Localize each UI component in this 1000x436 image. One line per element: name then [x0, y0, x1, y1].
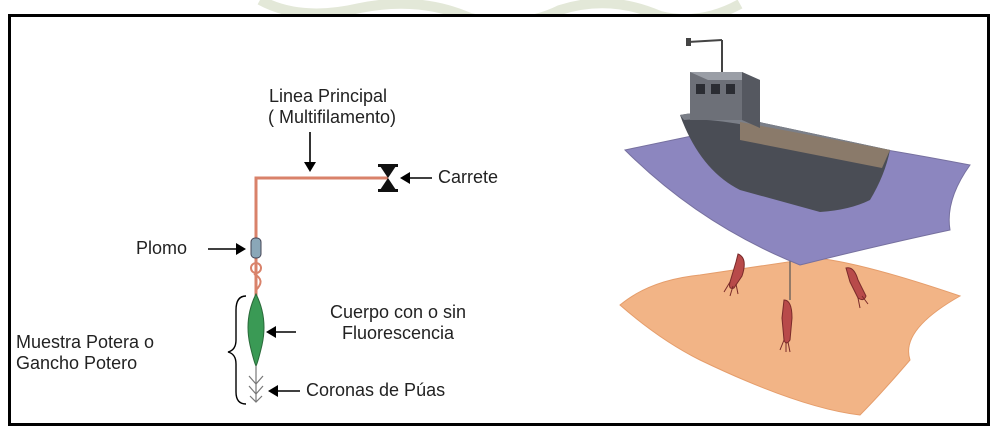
main-line-label: Linea Principal ( Multifilamento)	[268, 86, 397, 128]
boat-scene	[619, 38, 971, 416]
lure-body-label: Cuerpo con o sin Fluorescencia	[300, 302, 496, 344]
sample-label-line1: Muestra Potera o	[16, 332, 155, 352]
lure-body-label-line2: Fluorescencia	[341, 323, 455, 343]
boat-icon	[680, 38, 890, 212]
sample-brace	[227, 295, 247, 405]
main-line-label-line2: ( Multifilamento)	[268, 107, 397, 127]
arrow-lure-body	[266, 326, 296, 338]
lure-body-icon	[247, 292, 265, 368]
reel-icon	[378, 164, 398, 192]
sample-label-line2: Gancho Potero	[16, 353, 138, 373]
sinker-icon	[250, 237, 262, 259]
spike-crown-icon	[248, 366, 264, 403]
main-line-label-line1: Linea Principal	[268, 86, 388, 106]
sinker-label: Plomo	[136, 238, 188, 258]
swivel-icon	[250, 262, 262, 291]
arrow-reel	[400, 172, 432, 184]
arrow-main-line	[304, 132, 316, 172]
sample-label: Muestra Potera o Gancho Potero	[16, 332, 154, 374]
arrow-crowns	[268, 385, 300, 397]
squid-icon	[723, 253, 745, 297]
squid-icon	[845, 267, 869, 309]
rig-schematic	[208, 132, 432, 405]
lure-body-label-line1: Cuerpo con o sin	[329, 302, 467, 322]
crowns-label: Coronas de Púas	[306, 380, 446, 400]
reel-label: Carrete	[438, 167, 499, 187]
squid-icon	[779, 299, 793, 353]
arrow-sinker	[208, 243, 246, 255]
